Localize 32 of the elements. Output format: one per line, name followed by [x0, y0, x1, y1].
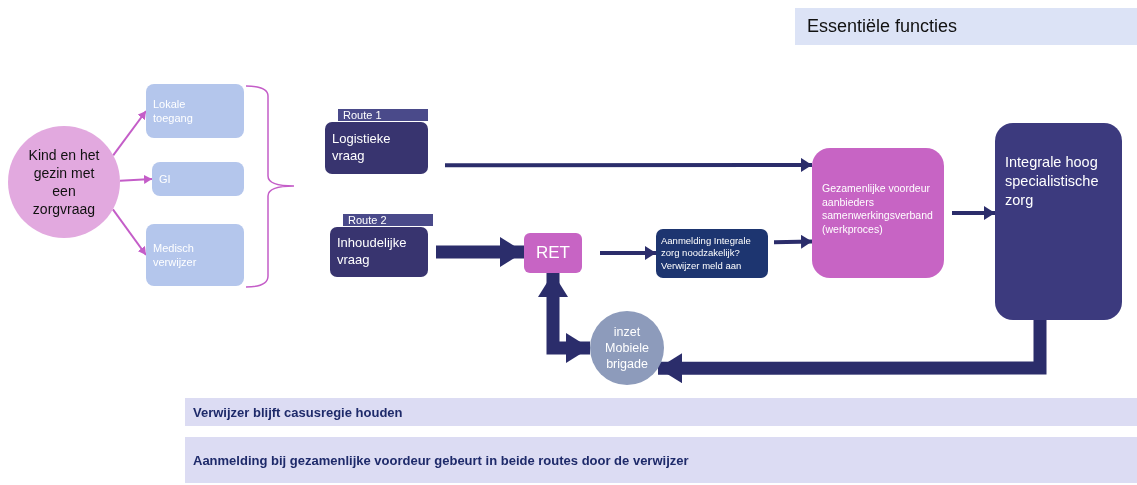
arrow — [111, 208, 147, 256]
node-label: Kind en het gezin met een zorgvraag — [27, 145, 101, 219]
node-label: RET — [536, 241, 570, 264]
process-box — [812, 148, 944, 278]
arrow — [773, 234, 813, 249]
arrow — [436, 237, 524, 267]
arrow — [112, 110, 147, 157]
node-label: Inhoudelijke vraag — [337, 235, 408, 269]
title-band: Essentiële functies — [795, 8, 1137, 45]
node-label: Lokale toegang — [153, 96, 194, 126]
process-box — [524, 233, 582, 273]
node-label: Logistieke vraag — [332, 131, 392, 165]
process-box — [656, 229, 768, 278]
arrow — [119, 174, 153, 184]
arrow — [952, 206, 995, 220]
process-box — [152, 162, 244, 196]
arrow — [445, 157, 812, 172]
route-tab: Route 2 — [343, 214, 433, 226]
node-label: Gezamenlijke voordeur aanbieders samenwerkingsverband (werkproces) — [822, 182, 934, 237]
node-label: GI — [159, 171, 171, 187]
arrow — [600, 246, 656, 260]
route-tab: Route 1 — [338, 109, 428, 121]
process-box — [146, 84, 244, 138]
node-label: Aanmelding Integrale zorg noodzakelijk? Verwijzer meld aan — [661, 235, 752, 272]
note-band: Aanmelding bij gezamenlijke voordeur gebeurt in beide routes door de verwijzer — [185, 437, 1137, 483]
process-box — [146, 224, 244, 286]
process-box — [995, 123, 1122, 320]
node-label: Medisch verwijzer — [153, 240, 198, 270]
note-band: Verwijzer blijft casusregie houden — [185, 398, 1137, 426]
node-label: inzet Mobiele brigade — [604, 323, 650, 373]
node-label: Integrale hoog specialistische zorg — [1005, 153, 1100, 210]
arrow — [538, 273, 590, 363]
